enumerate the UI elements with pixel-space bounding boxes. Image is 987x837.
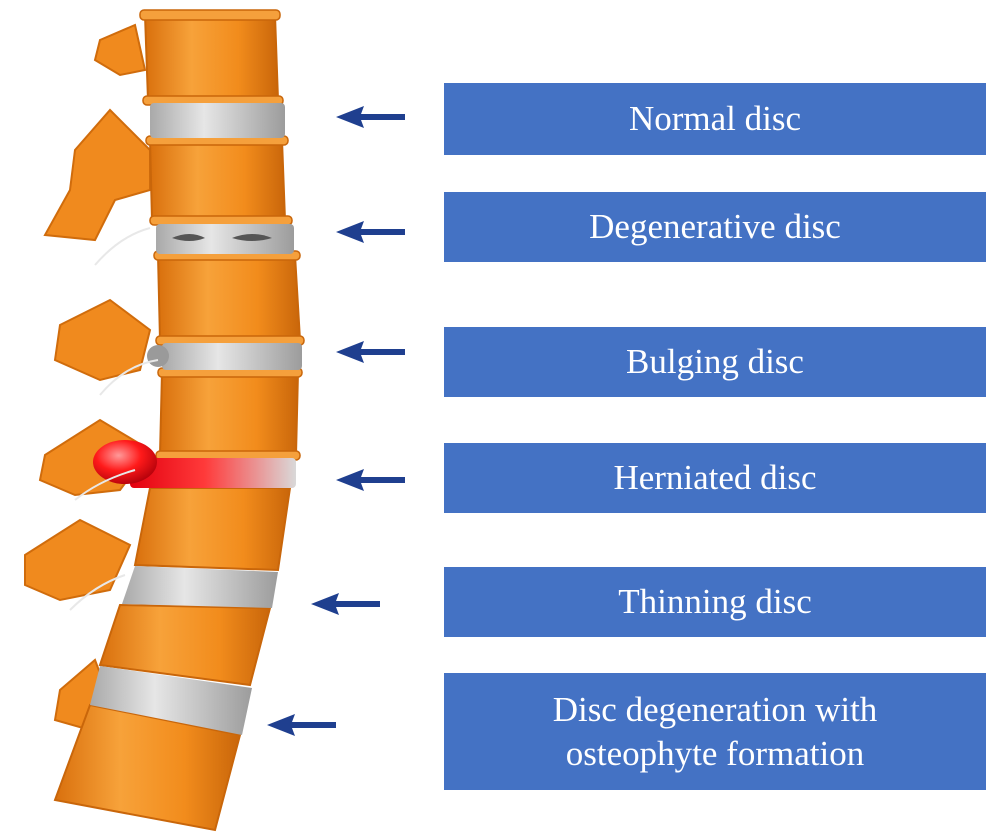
label-degenerative-disc-text: Degenerative disc — [589, 205, 841, 249]
arrow-herniated — [336, 469, 405, 491]
arrow-degenerative — [336, 221, 405, 243]
arrow-thinning — [311, 593, 380, 615]
arrow-normal — [336, 106, 405, 128]
label-degenerative-disc: Degenerative disc — [444, 192, 986, 262]
label-bulging-disc: Bulging disc — [444, 327, 986, 397]
disc-bulging — [147, 343, 302, 370]
label-normal-disc-text: Normal disc — [629, 97, 801, 141]
label-thinning-disc: Thinning disc — [444, 567, 986, 637]
disc-thinning — [122, 566, 278, 608]
arrow-osteophyte — [267, 714, 336, 736]
label-osteophyte-line1: Disc degeneration with — [553, 688, 878, 732]
label-osteophyte-disc: Disc degeneration with osteophyte format… — [444, 673, 986, 790]
disc-normal — [150, 103, 285, 138]
label-osteophyte-line2: osteophyte formation — [566, 732, 864, 776]
disc-degenerative — [156, 224, 294, 254]
label-herniated-disc: Herniated disc — [444, 443, 986, 513]
label-thinning-disc-text: Thinning disc — [618, 580, 811, 624]
label-normal-disc: Normal disc — [444, 83, 986, 155]
label-herniated-disc-text: Herniated disc — [613, 456, 816, 500]
arrow-bulging — [336, 341, 405, 363]
spine-illustration — [0, 0, 440, 837]
label-bulging-disc-text: Bulging disc — [626, 340, 804, 384]
